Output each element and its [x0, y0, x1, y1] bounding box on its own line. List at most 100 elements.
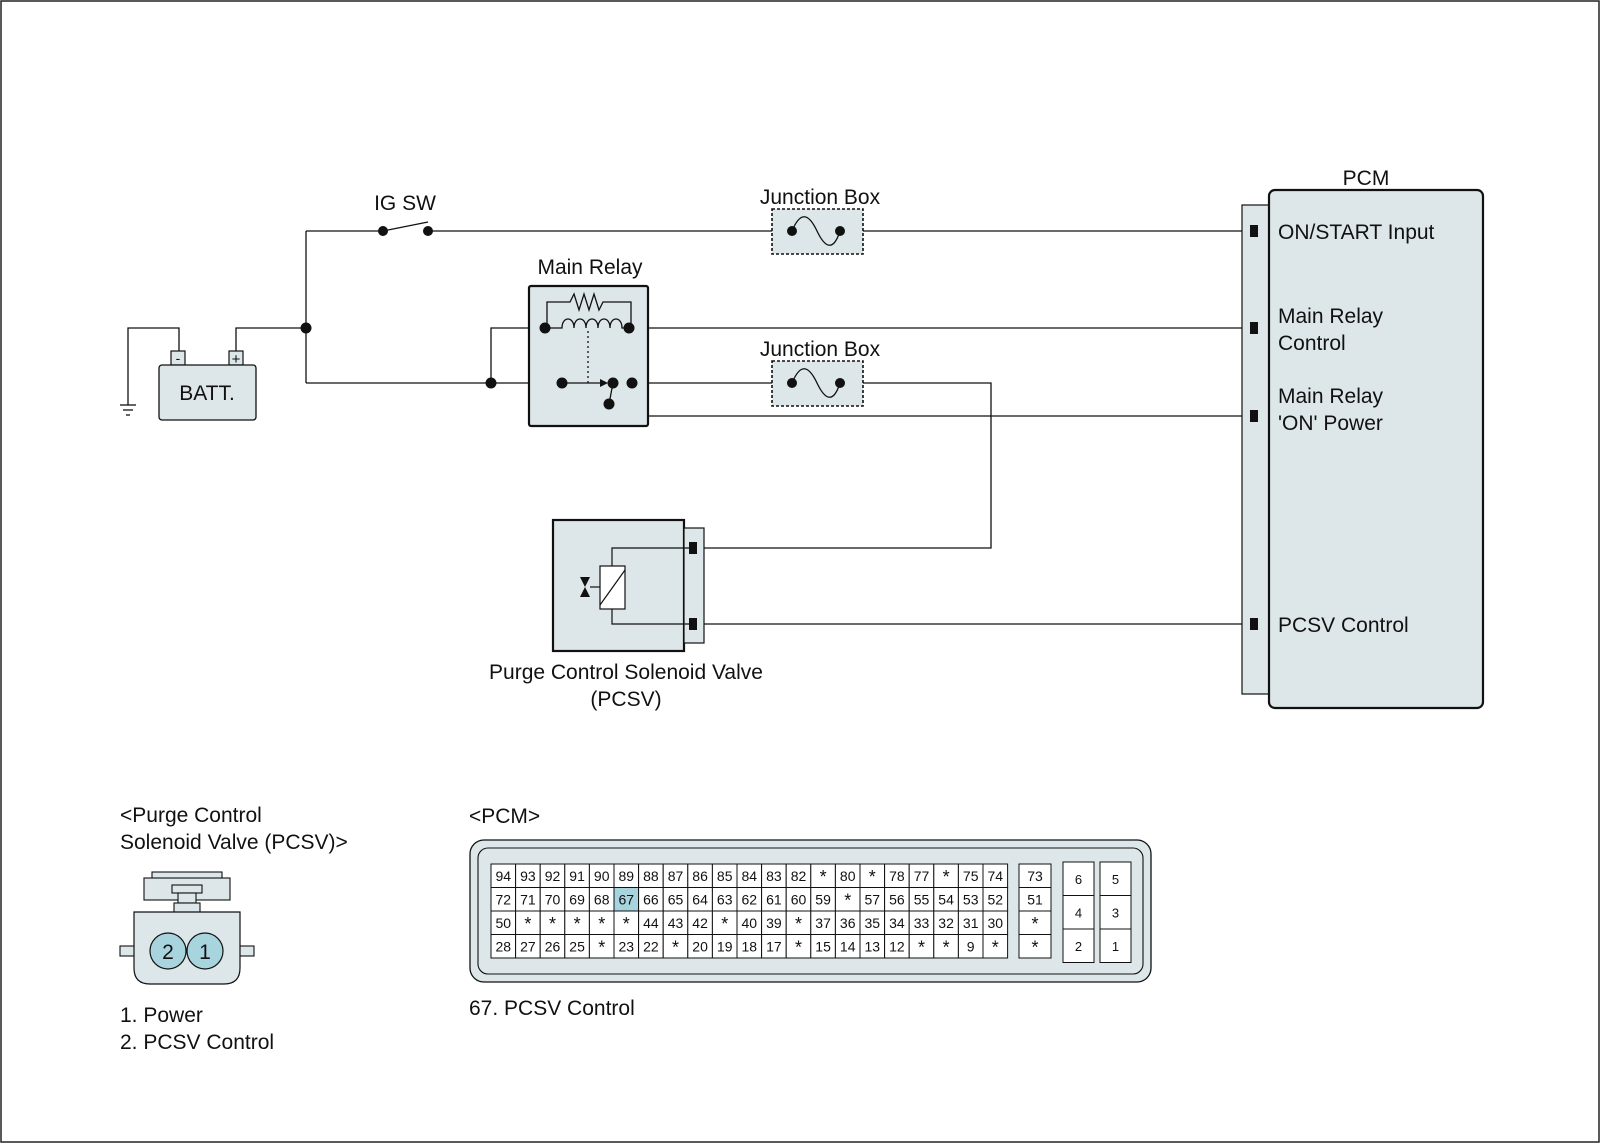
pcsv-legend-1: 1. Power [120, 1004, 203, 1027]
pcsv-pin-2-label: 2 [162, 941, 174, 964]
junction-box-1-label: Junction Box [760, 186, 881, 209]
pcm-pin-cell: 67 [619, 891, 635, 907]
pcm-pin-cell: 66 [643, 891, 659, 907]
pcm-pin-cell-box [1099, 861, 1132, 896]
pcm-pin-cell: 60 [791, 891, 807, 907]
main-relay-label: Main Relay [537, 256, 643, 279]
pcm-pin-cell: 55 [914, 891, 930, 907]
wire-nodes [300, 322, 497, 389]
pcm-pin-cell: * [1031, 937, 1038, 957]
junction-box-1: Junction Box [760, 186, 881, 255]
pcm-pin-cell: * [574, 914, 581, 934]
pcm-pin-cell: * [1031, 914, 1038, 934]
pcm-pin-cell: * [869, 867, 876, 887]
pcsv-pin-1 [186, 932, 224, 970]
pcm-pin-cell: * [623, 914, 630, 934]
ground-wire [127, 327, 180, 405]
pcm-pin-cell: 92 [545, 868, 561, 884]
pcm-pin-cell: 64 [692, 891, 708, 907]
wires [127, 230, 1252, 625]
pcsv-pin-1-label: 1 [199, 941, 211, 964]
pcm-pin-cell: 94 [496, 868, 512, 884]
pcm-pin-cell: 5 [1112, 872, 1119, 887]
pcm-pin-main-relay-power-2: 'ON' Power [1278, 412, 1383, 435]
pcm-pin-cell: 39 [766, 915, 782, 931]
main-relay: Main Relay [527, 256, 650, 428]
pcm-pin-cell: * [795, 937, 802, 957]
pcm-pin-cell-box [1062, 928, 1095, 963]
pcm-pin-cell: * [598, 937, 605, 957]
pcm-pin-cell: 82 [791, 868, 807, 884]
pcm-pin-cell: 68 [594, 891, 610, 907]
pcm-pin-cell: 36 [840, 915, 856, 931]
pcsv-label-line1: Purge Control Solenoid Valve [489, 661, 763, 684]
pcm-pin-cell: 22 [643, 938, 659, 954]
pcm-pin-cell: * [844, 890, 851, 910]
ignition-switch: IG SW [374, 192, 436, 236]
pcm-pin-cell: 69 [569, 891, 585, 907]
pcm-label: PCM [1343, 167, 1390, 190]
pcm-pin-cell: 86 [692, 868, 708, 884]
junction-box-2: Junction Box [760, 338, 881, 407]
pcm-pin-cell: 65 [668, 891, 684, 907]
resistor-icon [546, 291, 632, 328]
pcm-pin-cell: * [721, 914, 728, 934]
pcm-pin-main-relay-power-1: Main Relay [1278, 385, 1384, 408]
pcm-pin-cell: * [672, 937, 679, 957]
pcm-pin-cell: 83 [766, 868, 782, 884]
pcm-pin-cell: 73 [1027, 868, 1043, 884]
ig-sw-label: IG SW [374, 192, 436, 215]
pcm-pin-cell: 2 [1075, 939, 1082, 954]
pcm-pin-cell: 6 [1075, 872, 1082, 887]
pcm-pin-cell: 32 [938, 915, 954, 931]
fuse-icon [791, 368, 841, 398]
pcm-pin-cell: 50 [496, 915, 512, 931]
pcsv-connector: <Purge Control Solenoid Valve (PCSV)> 2 … [119, 804, 348, 1054]
pcm-pin-cell: 54 [938, 891, 954, 907]
pcm-pin-cell-box [1018, 934, 1052, 959]
jb2-to-pcsv [700, 382, 992, 549]
pcm-pin-cell: 14 [840, 938, 856, 954]
pcm-pin-cell: 1 [1112, 939, 1119, 954]
pcm-pin-cell: * [943, 937, 950, 957]
pcm-pin-cell: 93 [520, 868, 536, 884]
ground-icon [120, 404, 136, 416]
pcm-pin-cell: * [820, 867, 827, 887]
pcm-pin-cell: * [795, 914, 802, 934]
pcm-pin-cell: * [549, 914, 556, 934]
pcm-pin-cell: 18 [742, 938, 758, 954]
pcm-pin-cell: 87 [668, 868, 684, 884]
pcm-pin-cell: 4 [1075, 905, 1082, 920]
pcm-pin-cell: 53 [963, 891, 979, 907]
pcm-pin-pcsv-control: PCSV Control [1278, 614, 1409, 637]
pcsv-connector-title-1: <Purge Control [120, 804, 262, 827]
pcsv-connector-title-2: Solenoid Valve (PCSV)> [120, 831, 348, 854]
pcm-pin-cell: 85 [717, 868, 733, 884]
pcm-pin-on-start: ON/START Input [1278, 221, 1435, 244]
fuse-icon [791, 216, 841, 246]
battery-plus-label: + [232, 351, 241, 368]
pcm-pin-cell: 28 [496, 938, 512, 954]
pcm-pin-cell: 52 [988, 891, 1004, 907]
pcm-pin-cell: 13 [865, 938, 881, 954]
pcm-pin-cell: 70 [545, 891, 561, 907]
coil-icon [545, 318, 629, 329]
battery-plus-wire [235, 327, 306, 353]
valve-icon [580, 577, 590, 597]
pcm-pin-cell: 77 [914, 868, 930, 884]
pcsv-pin-2 [149, 932, 187, 970]
battery-label: BATT. [179, 382, 235, 405]
pcm-pin-cell: 3 [1112, 905, 1119, 920]
pcm-pin-cell: 17 [766, 938, 782, 954]
pcm-module: PCM ON/START Input Main Relay Control Ma… [1241, 167, 1485, 710]
pcm-pin-cell: 35 [865, 915, 881, 931]
pcm-pin-cell: 26 [545, 938, 561, 954]
pcm-pin-cell: 78 [889, 868, 905, 884]
pcm-pin-cell: 56 [889, 891, 905, 907]
pcm-pin-cell: 59 [815, 891, 831, 907]
pcsv-label-line2: (PCSV) [590, 688, 661, 711]
